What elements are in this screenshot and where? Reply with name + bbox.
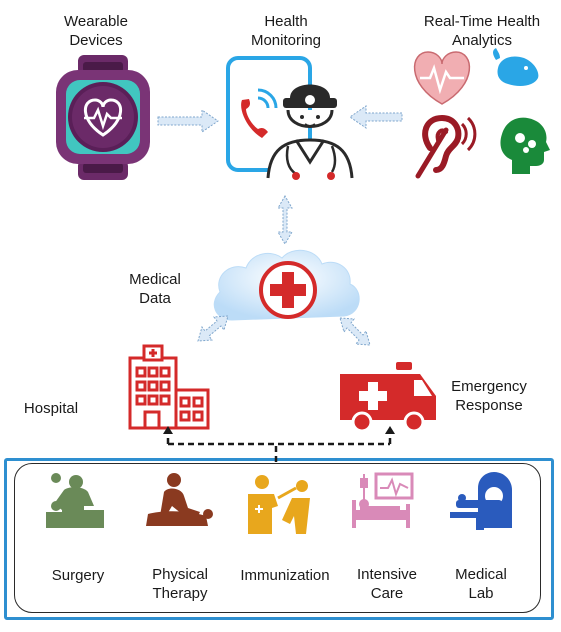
service-label-medical-lab: Medical Lab [455, 566, 507, 602]
arrow-watch-to-monitor [157, 109, 219, 133]
service-label-surgery: Surgery [51, 567, 105, 584]
medical-cloud-icon [213, 249, 360, 321]
smartwatch-icon [56, 55, 150, 180]
services-connector [166, 432, 392, 462]
hospital-building-icon [128, 344, 210, 430]
service-label-physical-therapy: Physical Therapy [152, 566, 208, 602]
service-label-immunization: Immunization [240, 567, 330, 584]
arrowhead-hospital [163, 426, 173, 434]
health-monitoring-label: Health Monitoring [250, 13, 322, 49]
doctor-phone-icon [226, 56, 354, 180]
wearable-devices-label: Wearable Devices [64, 13, 128, 49]
medical-data-label: Medical Data [129, 271, 181, 307]
real-time-analytics-label: Real-Time Health Analytics [423, 13, 541, 49]
surgery-icon [46, 473, 104, 528]
service-label-intensive-care: Intensive Care [356, 566, 418, 602]
arrow-cloud-ambulance [339, 317, 371, 346]
services-panel [14, 463, 541, 613]
services-frame [4, 458, 554, 620]
arrow-analytics-to-monitor [349, 105, 403, 129]
arrowhead-ambulance [385, 426, 395, 434]
arrow-monitor-cloud [277, 195, 293, 245]
immunization-icon [248, 475, 310, 534]
ambulance-icon [340, 362, 436, 433]
medical-lab-icon [450, 472, 512, 530]
hearing-icon [415, 114, 477, 179]
emergency-response-label: Emergency Response [451, 378, 527, 414]
physical-therapy-icon [146, 473, 213, 526]
arrow-cloud-hospital [197, 315, 229, 342]
intensive-care-icon [352, 472, 414, 528]
hospital-label: Hospital [23, 400, 79, 417]
whale-icon [493, 48, 539, 86]
flow-arrows [157, 105, 403, 346]
brain-gears-icon [500, 117, 550, 174]
heart-rate-icon [414, 51, 470, 105]
